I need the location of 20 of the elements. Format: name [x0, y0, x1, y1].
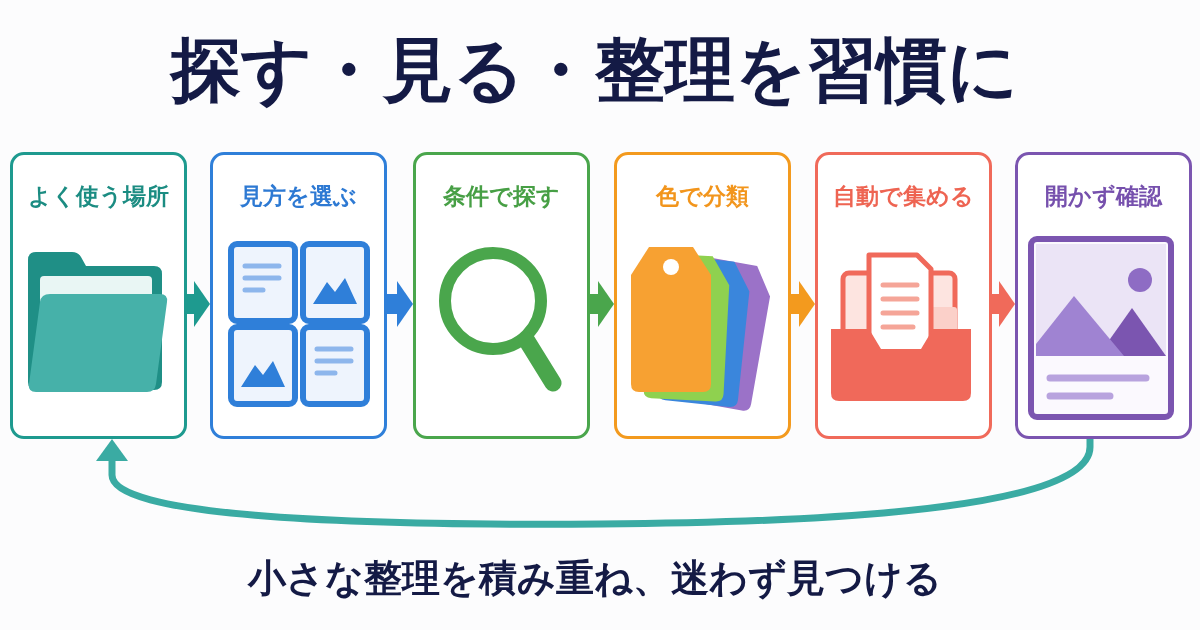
- step-title: 条件で探す: [443, 183, 560, 211]
- arrow: [590, 281, 614, 327]
- arrow: [187, 281, 210, 327]
- arrow: [387, 281, 413, 327]
- step-title: 自動で集める: [833, 183, 974, 211]
- step-title: 開かず確認: [1045, 183, 1162, 211]
- caption: 小さな整理を積み重ね、迷わず見つける: [248, 556, 942, 602]
- arrow: [96, 438, 1094, 528]
- arrow: [791, 281, 815, 327]
- step-card: [815, 152, 992, 439]
- step-card: [1015, 152, 1192, 439]
- step-title: 見方を選ぶ: [240, 183, 357, 211]
- step-card: [614, 152, 791, 439]
- title: 探す・見る・整理を習慣に: [171, 28, 1019, 112]
- step-title: 色で分類: [656, 183, 749, 211]
- arrow: [992, 281, 1015, 327]
- step-title: よく使う場所: [28, 183, 169, 211]
- step-card: [210, 152, 387, 439]
- step-card: [413, 152, 590, 439]
- step-card: [10, 152, 187, 439]
